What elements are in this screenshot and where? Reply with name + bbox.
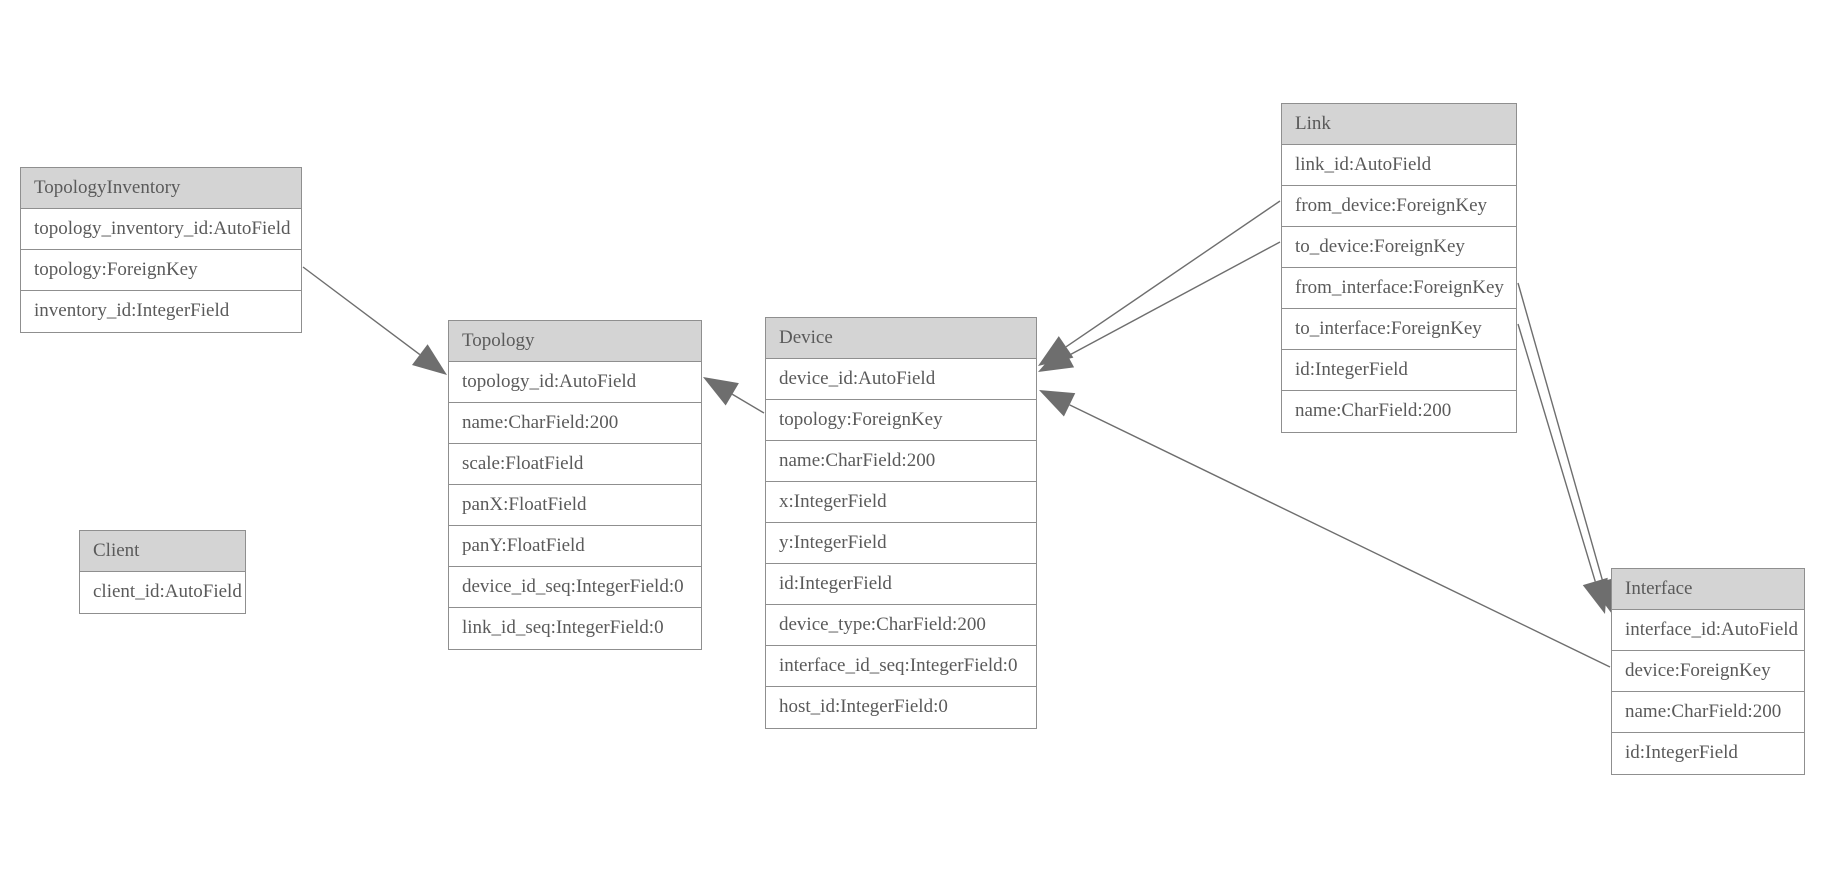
entity-field-row: link_id:AutoField xyxy=(1282,145,1516,186)
entity-client[interactable]: Client client_id:AutoField xyxy=(79,530,246,614)
entity-field-row: interface_id:AutoField xyxy=(1612,610,1804,651)
entity-field-row: name:CharField:200 xyxy=(766,441,1036,482)
entity-field-row: from_interface:ForeignKey xyxy=(1282,268,1516,309)
relationship-line xyxy=(302,266,421,356)
entity-field-row: device:ForeignKey xyxy=(1612,651,1804,692)
entity-field-row: panX:FloatField xyxy=(449,485,701,526)
entity-field-row: panY:FloatField xyxy=(449,526,701,567)
relationship-line xyxy=(1517,282,1604,582)
entity-topology-inventory[interactable]: TopologyInventory topology_inventory_id:… xyxy=(20,167,302,333)
entity-title: Interface xyxy=(1612,569,1804,610)
entity-field-row: topology:ForeignKey xyxy=(766,400,1036,441)
relationship-arrowhead: interface.device:ForeignKey → device.dev… xyxy=(1039,390,1076,417)
entity-title: Link xyxy=(1282,104,1516,145)
entity-field-row: id:IntegerField xyxy=(766,564,1036,605)
relationship-line xyxy=(1067,241,1281,357)
entity-title: Topology xyxy=(449,321,701,362)
relationship-arrowhead: link.to_interface:ForeignKey → interface… xyxy=(1582,577,1608,614)
entity-field-row: from_device:ForeignKey xyxy=(1282,186,1516,227)
entity-field-row: name:CharField:200 xyxy=(1612,692,1804,733)
relationship-arrowhead: link.to_device:ForeignKey → device.devic… xyxy=(1038,344,1075,372)
entity-field-row: device_type:CharField:200 xyxy=(766,605,1036,646)
entity-title: TopologyInventory xyxy=(21,168,301,209)
entity-field-row: host_id:IntegerField:0 xyxy=(766,687,1036,728)
entity-title: Client xyxy=(80,531,245,572)
entity-field-row: y:IntegerField xyxy=(766,523,1036,564)
entity-field-row: to_interface:ForeignKey xyxy=(1282,309,1516,350)
entity-device[interactable]: Device device_id:AutoField topology:Fore… xyxy=(765,317,1037,729)
entity-field-row: topology_id:AutoField xyxy=(449,362,701,403)
entity-field-row: topology_inventory_id:AutoField xyxy=(21,209,301,250)
relationship-arrowhead: link.from_device:ForeignKey → device.dev… xyxy=(1038,336,1074,366)
entity-field-row: name:CharField:200 xyxy=(449,403,701,444)
relationship-line xyxy=(731,393,765,414)
entity-field-row: name:CharField:200 xyxy=(1282,391,1516,432)
relationship-arrowhead: topology_inventory.topology:ForeignKey →… xyxy=(412,344,447,375)
entity-field-row: interface_id_seq:IntegerField:0 xyxy=(766,646,1036,687)
entity-field-row: device_id_seq:IntegerField:0 xyxy=(449,567,701,608)
entity-interface[interactable]: Interface interface_id:AutoField device:… xyxy=(1611,568,1805,775)
entity-field-row: client_id:AutoField xyxy=(80,572,245,613)
entity-field-row: topology:ForeignKey xyxy=(21,250,301,291)
relationship-line xyxy=(1069,404,1611,668)
entity-field-row: to_device:ForeignKey xyxy=(1282,227,1516,268)
entity-field-row: inventory_id:IntegerField xyxy=(21,291,301,332)
entity-field-row: id:IntegerField xyxy=(1612,733,1804,774)
entity-topology[interactable]: Topology topology_id:AutoField name:Char… xyxy=(448,320,702,650)
entity-title: Device xyxy=(766,318,1036,359)
entity-field-row: device_id:AutoField xyxy=(766,359,1036,400)
entity-field-row: link_id_seq:IntegerField:0 xyxy=(449,608,701,649)
relationship-line xyxy=(1065,200,1281,348)
relationship-arrowhead: device.topology:ForeignKey → topology.to… xyxy=(703,377,739,406)
entity-field-row: id:IntegerField xyxy=(1282,350,1516,391)
entity-link[interactable]: Link link_id:AutoField from_device:Forei… xyxy=(1281,103,1517,433)
entity-field-row: scale:FloatField xyxy=(449,444,701,485)
relationship-line xyxy=(1517,323,1596,582)
entity-field-row: x:IntegerField xyxy=(766,482,1036,523)
